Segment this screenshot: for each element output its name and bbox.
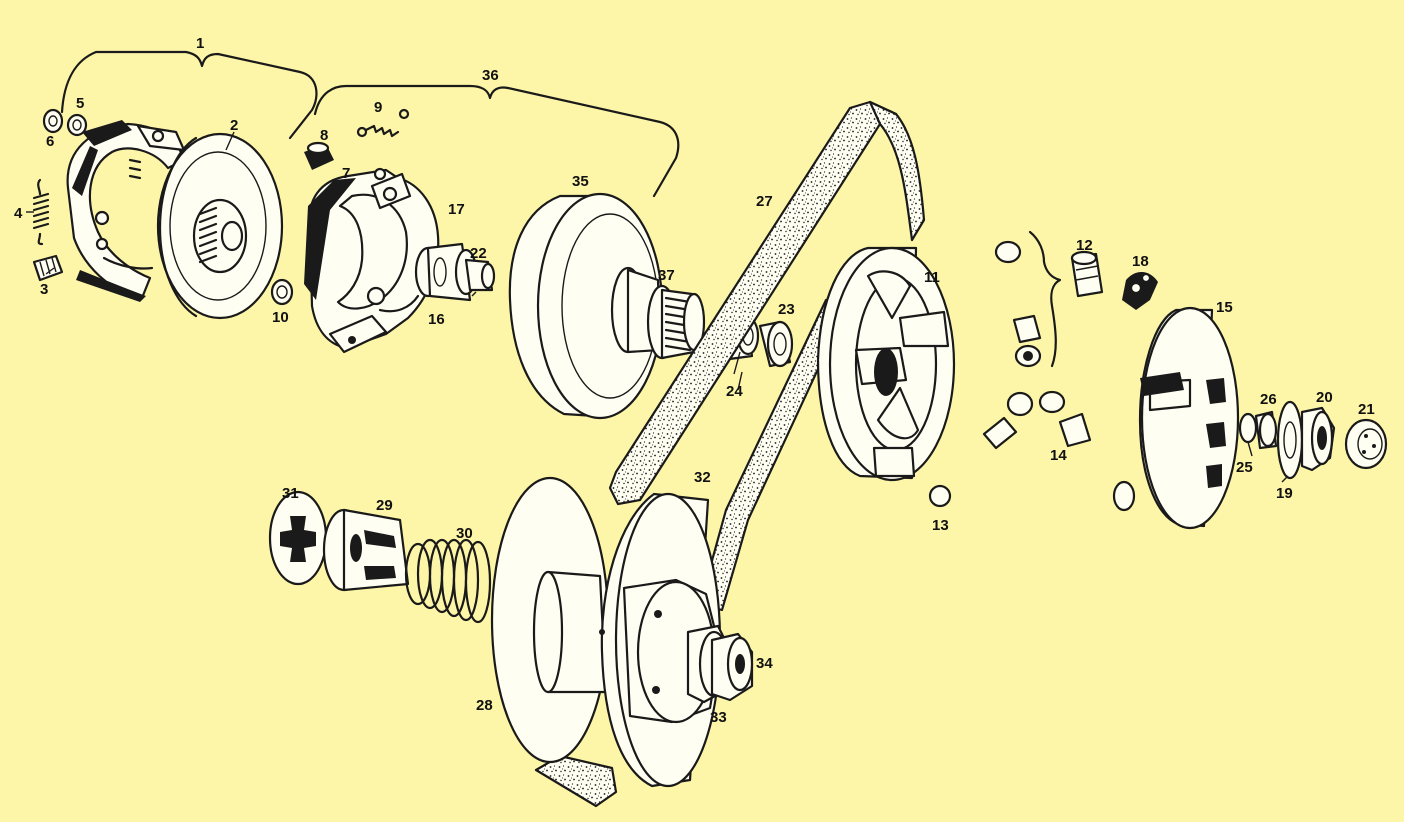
cap-part-21 — [1344, 418, 1388, 470]
cam-plate-part-31 — [268, 490, 328, 586]
callout-19: 19 — [1276, 485, 1293, 502]
callout-12: 12 — [1076, 237, 1093, 254]
clutch-housing-part-35 — [508, 192, 664, 420]
callout-36: 36 — [482, 67, 499, 84]
bushing-part-3 — [32, 254, 64, 282]
callout-labels: 1 2 3 4 5 6 7 8 9 10 11 12 13 14 15 16 1… — [14, 35, 1375, 726]
callout-22: 22 — [470, 245, 487, 262]
bush-part-8 — [304, 141, 334, 170]
callout-11: 11 — [924, 269, 940, 286]
callout-8: 8 — [320, 127, 328, 144]
callout-25: 25 — [1236, 459, 1253, 476]
driven-pulley-part-28 — [490, 476, 610, 764]
sleeve-part-29 — [322, 508, 410, 592]
circlip-part-6 — [42, 108, 64, 134]
callout-20: 20 — [1316, 389, 1333, 406]
threaded-hub-part-37 — [646, 284, 706, 360]
fan-pulley-part-11 — [816, 246, 956, 482]
callout-7: 7 — [342, 165, 350, 182]
callout-15: 15 — [1216, 299, 1233, 316]
group-bracket-1 — [60, 50, 318, 140]
callout-21: 21 — [1358, 401, 1375, 418]
nut-part-26 — [1254, 410, 1278, 450]
callout-23: 23 — [778, 301, 795, 318]
nut-part-10 — [270, 278, 294, 306]
callout-1: 1 — [196, 35, 204, 52]
leader-lines — [26, 131, 1289, 483]
roller-weights-group — [994, 240, 1158, 310]
group-bracket-12 — [1028, 230, 1062, 368]
callout-6: 6 — [46, 133, 54, 150]
callout-18: 18 — [1132, 253, 1149, 270]
drive-belt-part-27 — [534, 100, 926, 808]
callout-37: 37 — [658, 267, 675, 284]
spring-part-9 — [356, 108, 410, 138]
spring-part-4 — [32, 178, 50, 246]
callout-34: 34 — [756, 655, 773, 672]
callout-13: 13 — [932, 517, 949, 534]
callout-31: 31 — [282, 485, 299, 502]
clutch-drum-part-2 — [156, 132, 284, 320]
callout-17: 17 — [448, 201, 465, 218]
callout-27: 27 — [756, 193, 773, 210]
callout-32: 32 — [694, 469, 711, 486]
spring-part-30 — [404, 538, 492, 624]
callout-14: 14 — [1050, 447, 1067, 464]
callout-5: 5 — [76, 95, 84, 112]
callout-9: 9 — [374, 99, 382, 116]
callout-24: 24 — [726, 383, 743, 400]
bearing-part-23 — [758, 320, 794, 368]
callout-28: 28 — [476, 697, 493, 714]
star-washer-part-19 — [1276, 400, 1304, 480]
callout-3: 3 — [40, 281, 48, 298]
callout-16: 16 — [428, 311, 445, 328]
callout-33: 33 — [710, 709, 727, 726]
callout-4: 4 — [14, 205, 23, 222]
nut-part-34 — [710, 632, 754, 702]
washer-part-5 — [66, 113, 88, 137]
variator-plate-part-15 — [1112, 306, 1240, 530]
bearing-sleeve-part-16 — [414, 242, 496, 302]
callout-30: 30 — [456, 525, 473, 542]
group-bracket-36 — [313, 84, 680, 198]
slider-pins-group — [928, 314, 1092, 508]
callout-29: 29 — [376, 497, 393, 514]
nut-part-20 — [1300, 406, 1336, 472]
callout-2: 2 — [230, 117, 238, 134]
washer-part-25 — [1238, 412, 1258, 444]
callout-10: 10 — [272, 309, 289, 326]
callout-26: 26 — [1260, 391, 1277, 408]
clutch-shoe-assembly-right — [304, 167, 440, 354]
callout-35: 35 — [572, 173, 589, 190]
